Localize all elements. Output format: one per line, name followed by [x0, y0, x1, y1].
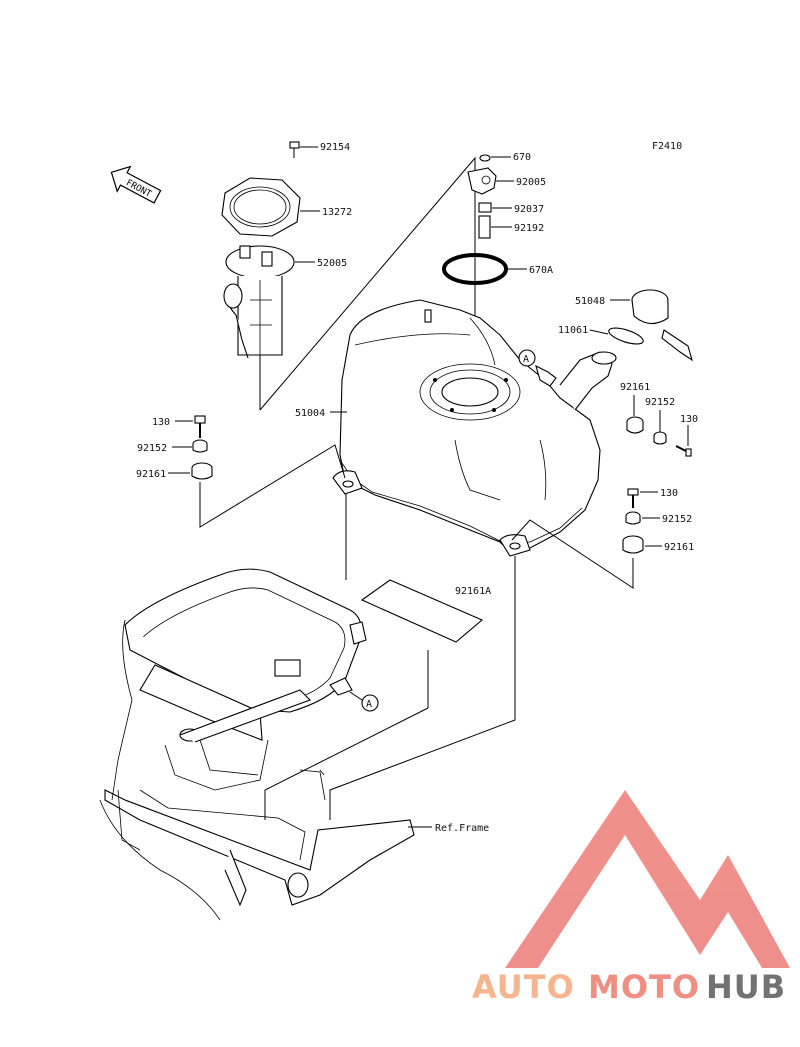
o-ring-670a-icon: [442, 253, 508, 285]
part-label-92161-upper: 92161: [620, 382, 650, 393]
callout-a-tank: [518, 349, 536, 367]
fuel-cap-51048-icon: [631, 289, 693, 362]
part-label-670: 670: [513, 152, 531, 163]
brand-hub: HUB: [706, 968, 786, 1006]
leader-11061: [589, 329, 609, 335]
front-arrow-icon: FRONT: [110, 165, 162, 204]
pad-92161a-icon: [360, 579, 484, 643]
callout-a-frame-label: A: [366, 699, 372, 710]
leader-a-frame: [349, 691, 363, 701]
brand-auto: AUTO: [472, 968, 575, 1006]
part-label-11061: 11061: [558, 325, 588, 336]
fuel-pump-52005-icon: [223, 245, 295, 410]
callout-a-tank-label: A: [523, 354, 529, 365]
part-label-13272: 13272: [322, 207, 352, 218]
callout-a-frame: [361, 694, 379, 712]
brand-moto: MOTO: [588, 968, 700, 1006]
part-label-92005: 92005: [516, 177, 546, 188]
collar-92152-lower-right-icon: [625, 511, 641, 525]
pad-guide-lower: [264, 707, 429, 820]
part-label-92154: 92154: [320, 142, 350, 153]
hose-92192-icon: [478, 215, 491, 239]
part-label-52005: 52005: [317, 258, 347, 269]
part-label-92152-upper: 92152: [645, 397, 675, 408]
pump-guide-line: [259, 156, 476, 411]
left-mount-guide: [199, 444, 346, 528]
part-label-130-lower-right: 130: [660, 488, 678, 499]
bolt-130-right-icon: [675, 445, 692, 457]
part-label-130-left: 130: [152, 417, 170, 428]
o-ring-670-icon: [479, 154, 491, 162]
part-label-92161a: 92161A: [455, 586, 491, 597]
grommet-92161-lower-right-icon: [622, 535, 644, 554]
part-label-130-upper: 130: [680, 414, 698, 425]
watermark-logo: AUTO MOTO HUB: [472, 790, 790, 1006]
part-label-92161-lower-right: 92161: [664, 542, 694, 553]
part-label-92161-left: 92161: [136, 469, 166, 480]
gasket-plate-13272-icon: [221, 177, 301, 237]
bolt-92154-icon: [289, 141, 300, 158]
fitting-92005-icon: [467, 167, 497, 195]
part-label-51004: 51004: [295, 408, 325, 419]
grommet-92161-right-icon: [626, 416, 644, 434]
right-mount-guide: [511, 519, 634, 589]
clamp-92037-icon: [478, 202, 492, 213]
gasket-11061-icon: [608, 327, 644, 345]
fuel-tank-51004: [332, 299, 617, 557]
part-label-92192: 92192: [514, 223, 544, 234]
part-label-51048: 51048: [575, 296, 605, 307]
bolt-130-lower-right-icon: [627, 488, 639, 508]
part-label-92152-lower-right: 92152: [662, 514, 692, 525]
triangle-logo-icon: [505, 790, 790, 968]
frame-bracket-icon: [329, 677, 353, 696]
diagram-code: F2410: [652, 141, 682, 152]
frame-ref: [99, 568, 415, 921]
part-label-92152-left: 92152: [137, 443, 167, 454]
collar-92152-right-icon: [653, 431, 667, 445]
part-label-92037: 92037: [514, 204, 544, 215]
collar-92152-left-icon: [192, 439, 208, 453]
bolt-130-left-icon: [194, 415, 206, 438]
grommet-92161-left-icon: [191, 462, 213, 480]
right-ear-guide: [329, 556, 516, 820]
ref-frame-label: Ref.Frame: [435, 823, 489, 834]
part-label-670a: 670A: [529, 265, 553, 276]
